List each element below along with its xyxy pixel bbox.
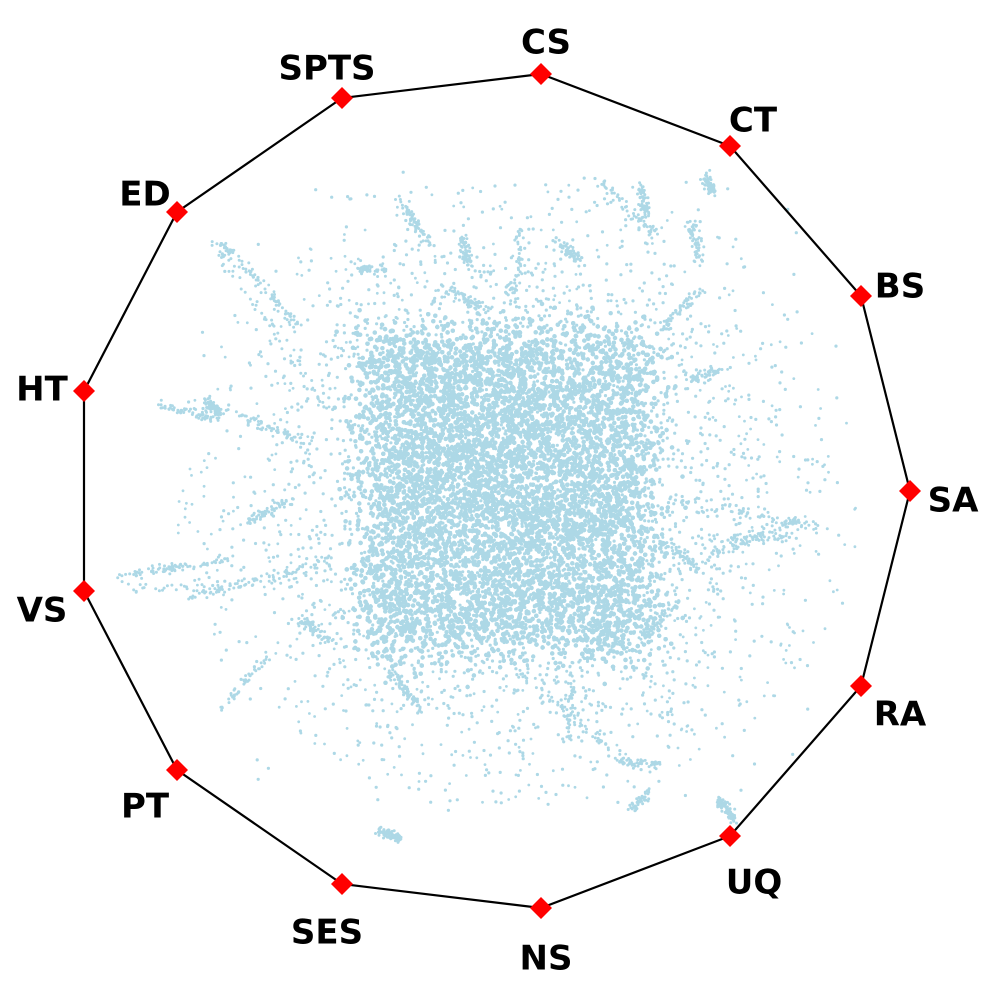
scatter-point <box>619 536 625 541</box>
scatter-point <box>514 358 519 363</box>
scatter-point <box>486 587 492 592</box>
scatter-point <box>353 439 358 444</box>
scatter-point <box>475 330 480 335</box>
scatter-point <box>650 552 655 557</box>
scatter-point <box>432 661 437 666</box>
scatter-point <box>531 654 536 659</box>
scatter-point <box>388 614 394 620</box>
scatter-point <box>349 476 354 482</box>
point-cloud <box>116 168 857 844</box>
scatter-point <box>444 629 449 635</box>
scatter-point <box>355 527 360 532</box>
scatter-point <box>615 628 621 633</box>
scatter-point <box>616 416 621 421</box>
scatter-point <box>458 349 463 354</box>
scatter-point <box>608 311 613 316</box>
scatter-point <box>370 552 375 558</box>
scatter-point <box>548 327 554 332</box>
scatter-point <box>521 444 526 449</box>
scatter-point <box>577 371 582 376</box>
scatter-point <box>496 647 501 653</box>
scatter-point <box>375 662 380 667</box>
scatter-point <box>408 340 413 345</box>
scatter-point <box>548 448 553 454</box>
scatter-point <box>564 362 570 367</box>
